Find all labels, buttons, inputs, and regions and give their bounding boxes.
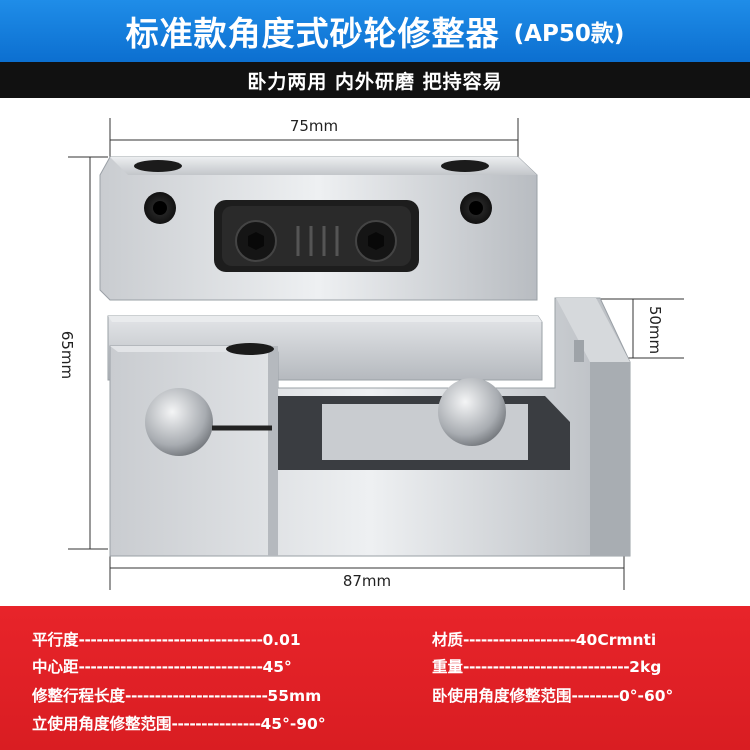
dimension-left-label: 65mm <box>58 331 76 379</box>
product-subtitle: 卧力两用 内外研磨 把持容易 <box>247 70 503 93</box>
spec-value: 0.01 <box>262 631 301 649</box>
dimension-bottom-label: 87mm <box>343 572 391 590</box>
spec-parallelism: 平行度-------------------------------0.01 <box>32 628 301 650</box>
dimension-left <box>68 156 108 550</box>
spec-dashes: --------------- <box>171 715 262 733</box>
product-model: (AP50款) <box>513 21 625 47</box>
spec-weight: 重量----------------------------2kg <box>432 655 661 677</box>
spec-value: 0°-60° <box>618 687 674 705</box>
spec-label: 立使用角度修整范围 <box>32 715 172 733</box>
dimension-bottom <box>109 555 625 590</box>
dimension-right-label: 50mm <box>646 306 664 354</box>
spec-vertical-angle-range: 立使用角度修整范围---------------45°-90° <box>32 712 326 734</box>
title-banner: 标准款角度式砂轮修整器 (AP50款) <box>0 0 750 62</box>
spec-value: 40Crmnti <box>575 631 657 649</box>
spec-value: 45° <box>262 658 292 676</box>
spec-value: 45°-90° <box>260 715 326 733</box>
spec-dashes: ------------------- <box>463 631 576 649</box>
spec-label: 平行度 <box>32 631 79 649</box>
spec-value: 2kg <box>629 658 662 676</box>
spec-label: 重量 <box>432 658 464 676</box>
dimension-top <box>109 118 519 158</box>
product-illustration: 75mm 65mm 50mm 87mm <box>58 117 684 590</box>
right-knob <box>438 378 506 446</box>
spec-dashes: ------------------------------- <box>78 658 263 676</box>
product-title: 标准款角度式砂轮修整器 <box>125 14 500 53</box>
spec-dashes: -------- <box>571 687 620 705</box>
spec-material: 材质-------------------40Crmnti <box>432 628 656 650</box>
spec-value: 55mm <box>267 687 322 705</box>
spec-dashes: ---------------------------- <box>463 658 630 676</box>
spec-dashes: ------------------------ <box>125 687 268 705</box>
spec-label: 材质 <box>432 631 464 649</box>
left-knob <box>145 388 213 456</box>
spec-label: 修整行程长度 <box>32 687 126 705</box>
spec-center-distance: 中心距-------------------------------45° <box>32 655 292 677</box>
spec-label: 中心距 <box>32 658 79 676</box>
spec-panel: 平行度-------------------------------0.01 中… <box>0 606 750 750</box>
product-image: 75mm 65mm 50mm 87mm <box>0 98 750 606</box>
upper-block <box>99 156 538 301</box>
spec-horizontal-angle-range: 卧使用角度修整范围--------0°-60° <box>432 684 673 706</box>
subtitle-banner: 卧力两用 内外研磨 把持容易 <box>0 62 750 98</box>
dimension-top-label: 75mm <box>290 117 338 135</box>
spec-stroke-length: 修整行程长度------------------------55mm <box>32 684 321 706</box>
spec-dashes: ------------------------------- <box>78 631 263 649</box>
spec-label: 卧使用角度修整范围 <box>432 687 572 705</box>
